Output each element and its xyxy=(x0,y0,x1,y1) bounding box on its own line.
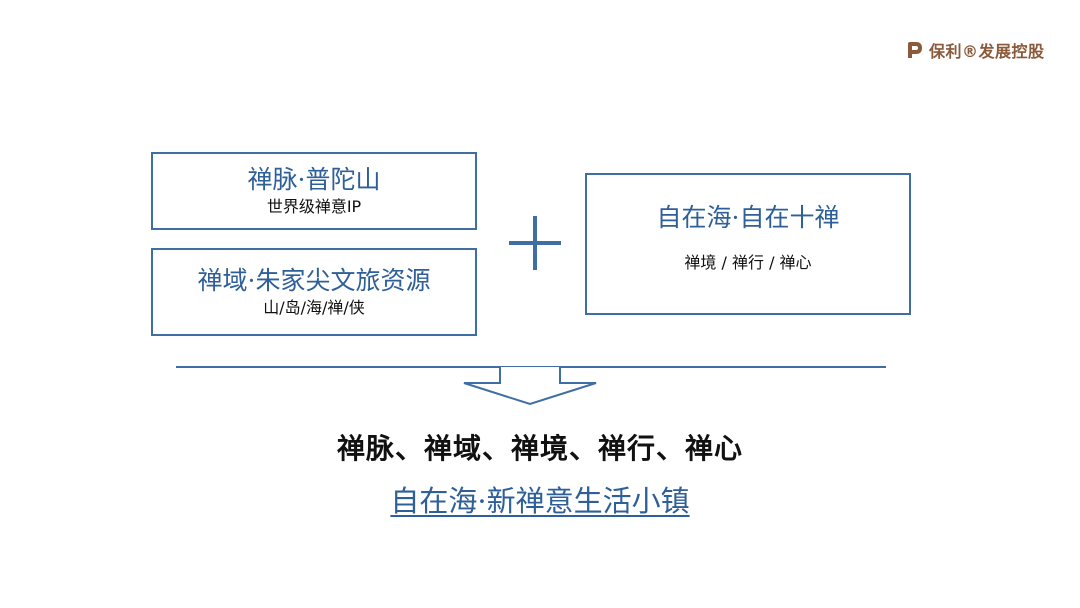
brand-logo: 保利®发展控股 xyxy=(905,38,1045,62)
chan-mai-box: 禅脉·普陀山 世界级禅意IP xyxy=(151,152,477,230)
down-arrow-icon xyxy=(460,367,600,407)
chan-yu-box: 禅域·朱家尖文旅资源 山/岛/海/禅/侠 xyxy=(151,248,477,336)
zi-zai-hai-title: 自在海·自在十禅 xyxy=(656,203,840,232)
poly-logo-icon xyxy=(905,40,925,60)
chan-mai-title: 禅脉·普陀山 xyxy=(247,164,381,194)
zi-zai-hai-box: 自在海·自在十禅 禅境 / 禅行 / 禅心 xyxy=(585,173,911,315)
chan-yu-subtitle: 山/岛/海/禅/侠 xyxy=(263,297,365,317)
chan-mai-subtitle: 世界级禅意IP xyxy=(266,196,362,216)
chan-yu-title: 禅域·朱家尖文旅资源 xyxy=(197,265,431,295)
brand-text: 保利®发展控股 xyxy=(929,42,1045,61)
summary-text: 禅脉、禅域、禅境、禅行、禅心 xyxy=(336,432,743,465)
plus-icon xyxy=(508,214,562,272)
zi-zai-hai-subtitle: 禅境 / 禅行 / 禅心 xyxy=(684,253,812,272)
tagline-link: 自在海·新禅意生活小镇 xyxy=(390,484,690,518)
